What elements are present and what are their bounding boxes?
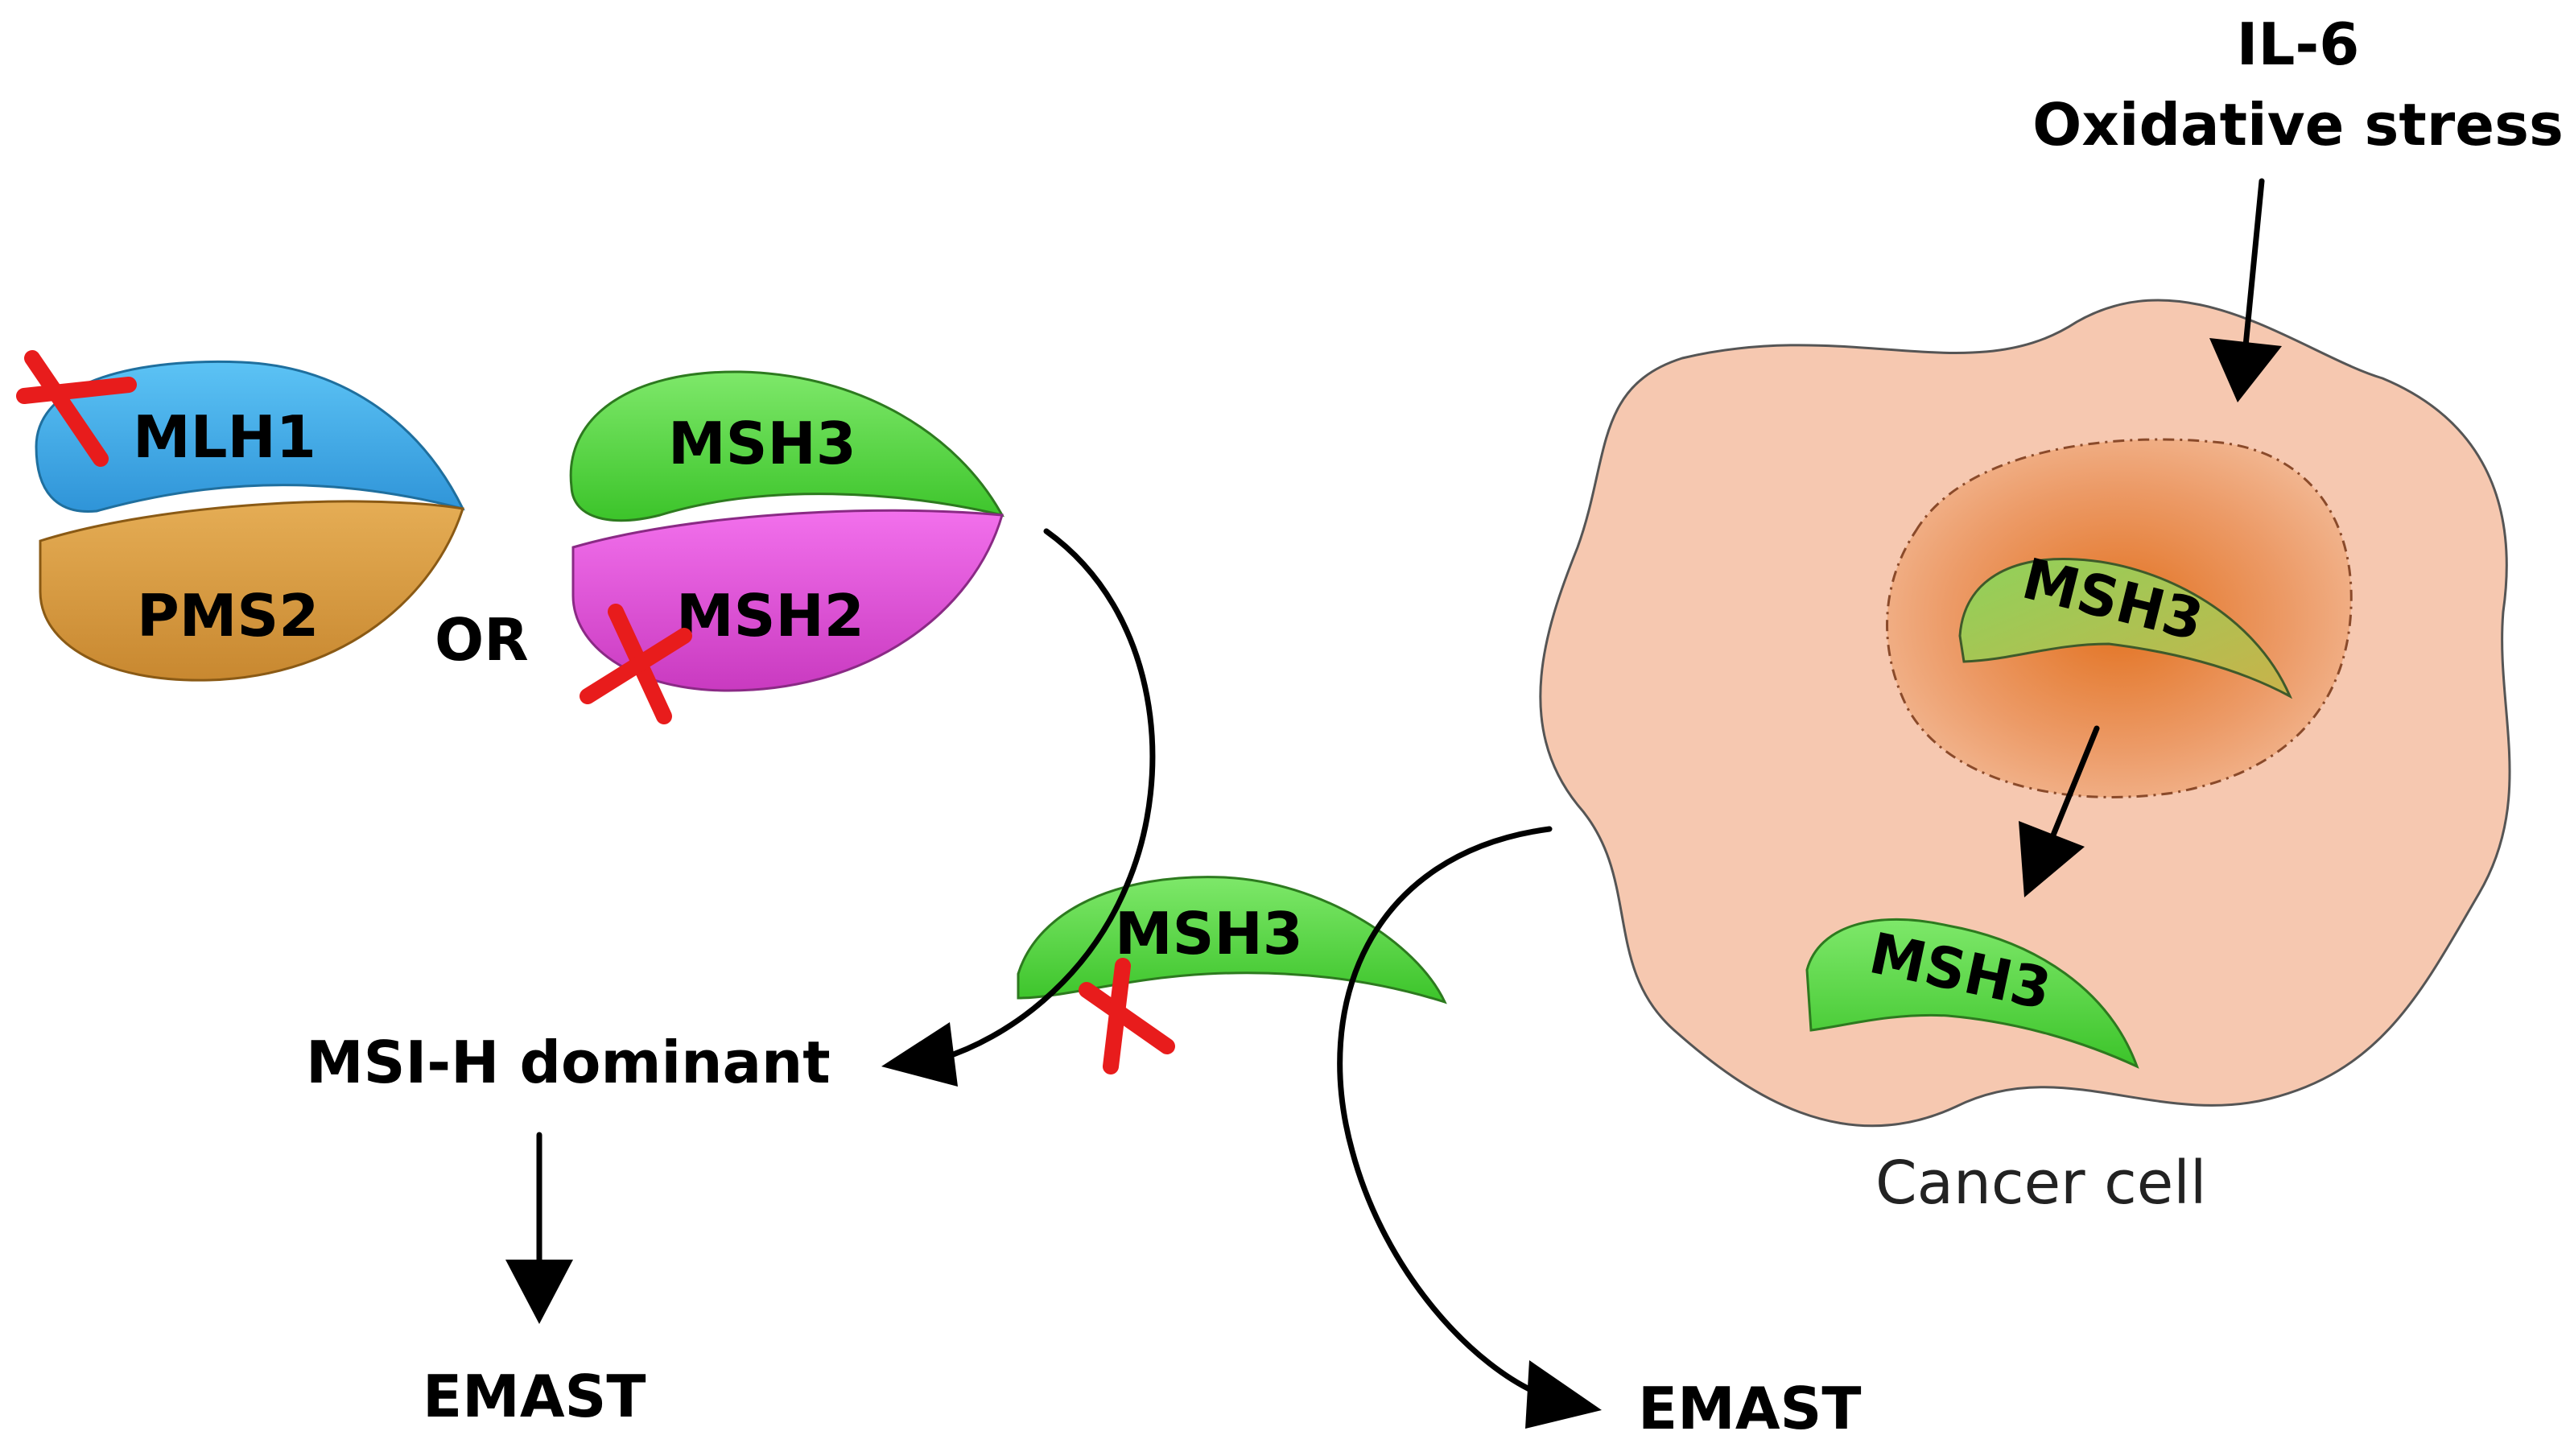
arrow-complex-to-msi-h [881, 528, 1156, 1087]
msh2-label: MSH2 [676, 582, 864, 650]
cancer-cell-label: Cancer cell [1875, 1149, 2206, 1218]
msh3-msh2-complex: MSH3 MSH2 [569, 370, 1004, 724]
emast-right-label: EMAST [1638, 1375, 1862, 1442]
emast-left-label: EMAST [423, 1363, 646, 1430]
pms2-shape [39, 500, 464, 682]
mlh1-shape [35, 360, 465, 514]
msh3-cytoplasm-shape [1805, 918, 2139, 1069]
arrow-msi-h-to-emast [505, 1132, 573, 1324]
mlh1-pms2-complex: MLH1 PMS2 [16, 350, 465, 682]
msh3-complex-label: MSH3 [668, 410, 856, 477]
msh3-nucleus-shape [1958, 557, 2293, 699]
stimulus-oxidative-label: Oxidative stress [2032, 91, 2564, 159]
msi-h-label: MSI-H dominant [306, 1029, 831, 1096]
msh3-complex-shape [569, 370, 1004, 522]
arrow-nucleus-to-cytoplasm [2019, 725, 2100, 897]
red-x-icon [580, 604, 692, 724]
arrow-cell-to-emast [1337, 826, 1602, 1429]
red-x-icon [16, 350, 137, 467]
stimulus-il6-label: IL-6 [2237, 10, 2360, 78]
pms2-label: PMS2 [137, 582, 319, 650]
mlh1-label: MLH1 [133, 403, 316, 471]
red-x-icon [1079, 958, 1175, 1074]
cancer-cell: MSH3 MSH3 [1539, 299, 2511, 1128]
or-label: OR [435, 606, 529, 674]
msh3-mutant: MSH3 [1017, 876, 1447, 1074]
msh3-mutant-label: MSH3 [1115, 900, 1303, 967]
arrow-stimulus-to-nucleus [2209, 178, 2282, 402]
